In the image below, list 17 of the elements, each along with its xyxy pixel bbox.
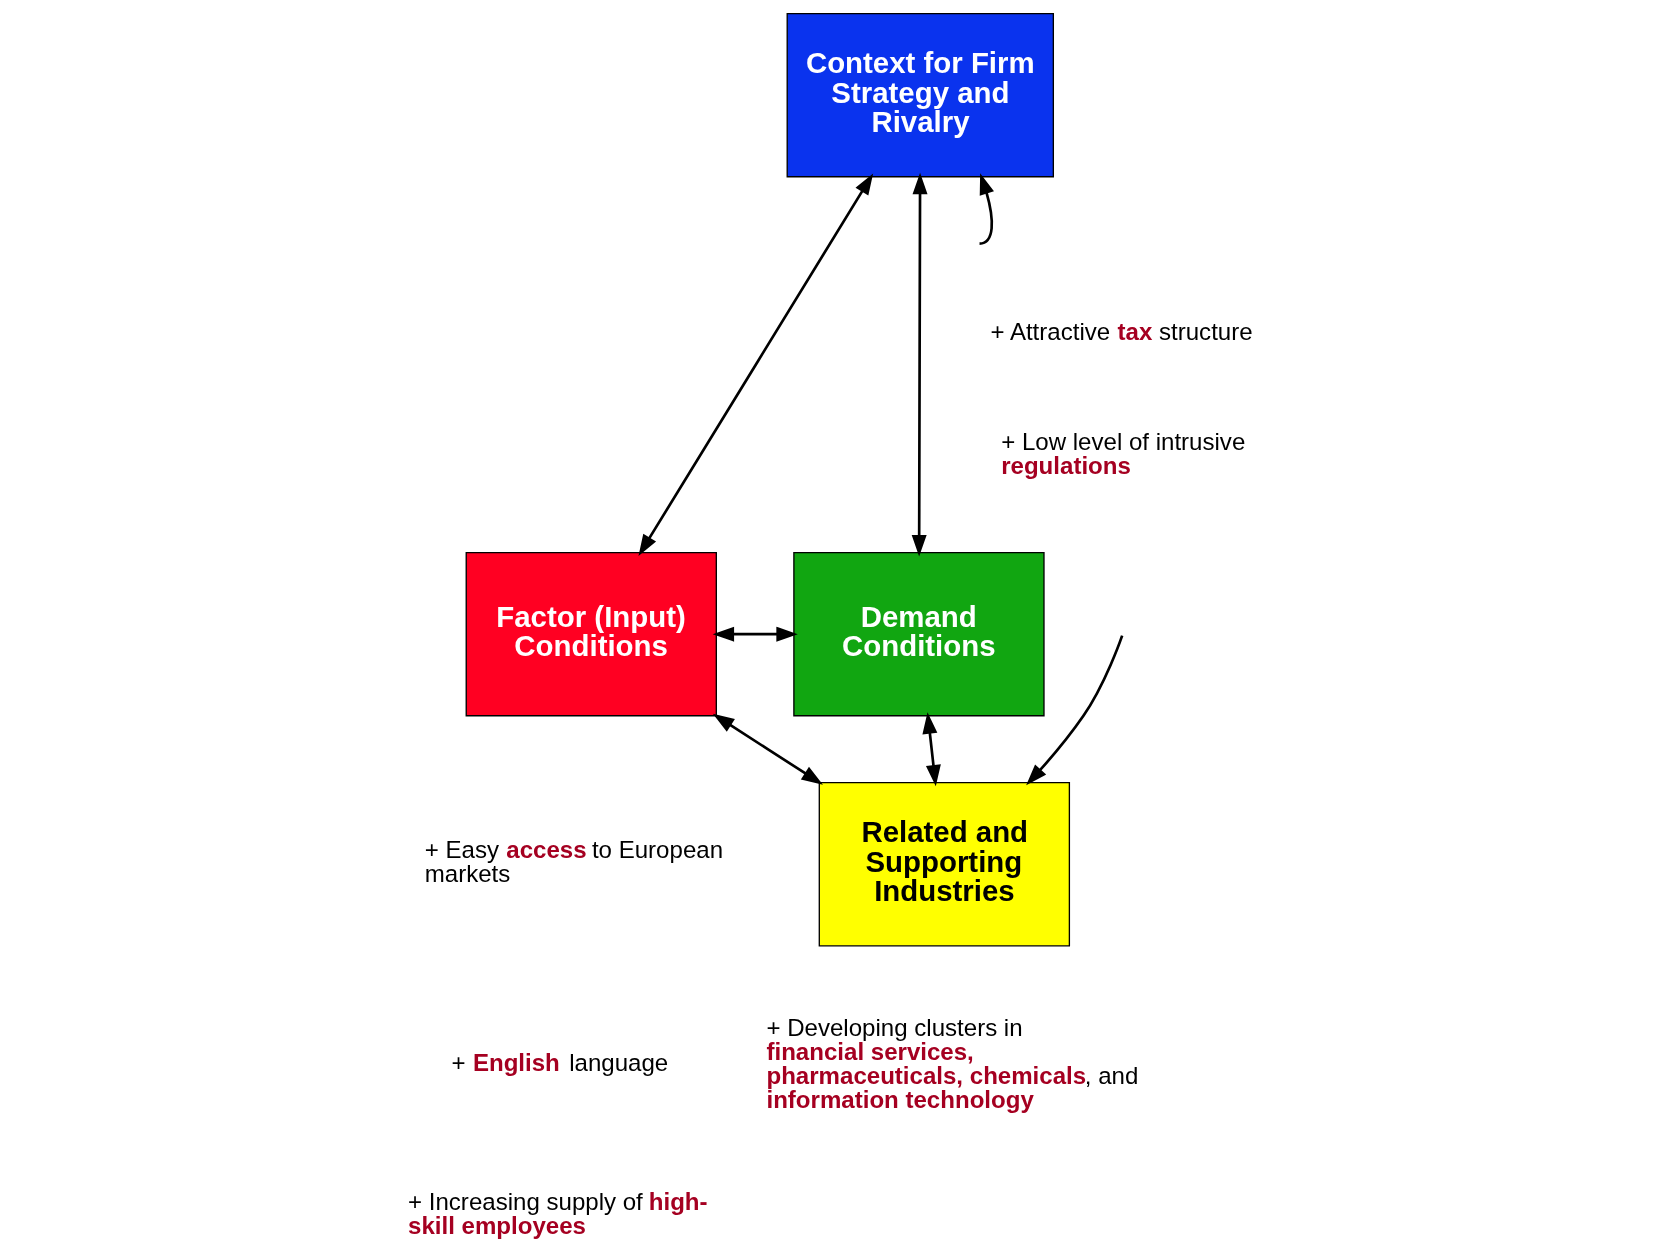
label: + Easy access to European markets [424, 836, 723, 888]
node-box: Related and Supporting Industries [818, 781, 1070, 947]
arrow [921, 712, 941, 787]
label: + English language [451, 1048, 668, 1076]
label: + Increasing supply of high-skill employees [407, 1187, 708, 1239]
node-box: Factor (Input) Conditions [465, 551, 717, 717]
arrow [712, 626, 798, 642]
label: + Attractive tax structure [989, 318, 1253, 346]
arrow [1025, 635, 1123, 786]
node-box: Demand Conditions [792, 551, 1045, 717]
label: + Low level of intrusive regulations [1000, 428, 1245, 480]
label: + Developing clusters in financial services, pharmaceuticals, chemicals, and information technology [765, 1013, 1138, 1114]
arrow [712, 713, 823, 785]
arrow [911, 172, 928, 557]
arrow [638, 173, 873, 556]
arrow [978, 173, 994, 245]
node-box: Context for Firm Strategy and Rivalry [786, 12, 1054, 178]
